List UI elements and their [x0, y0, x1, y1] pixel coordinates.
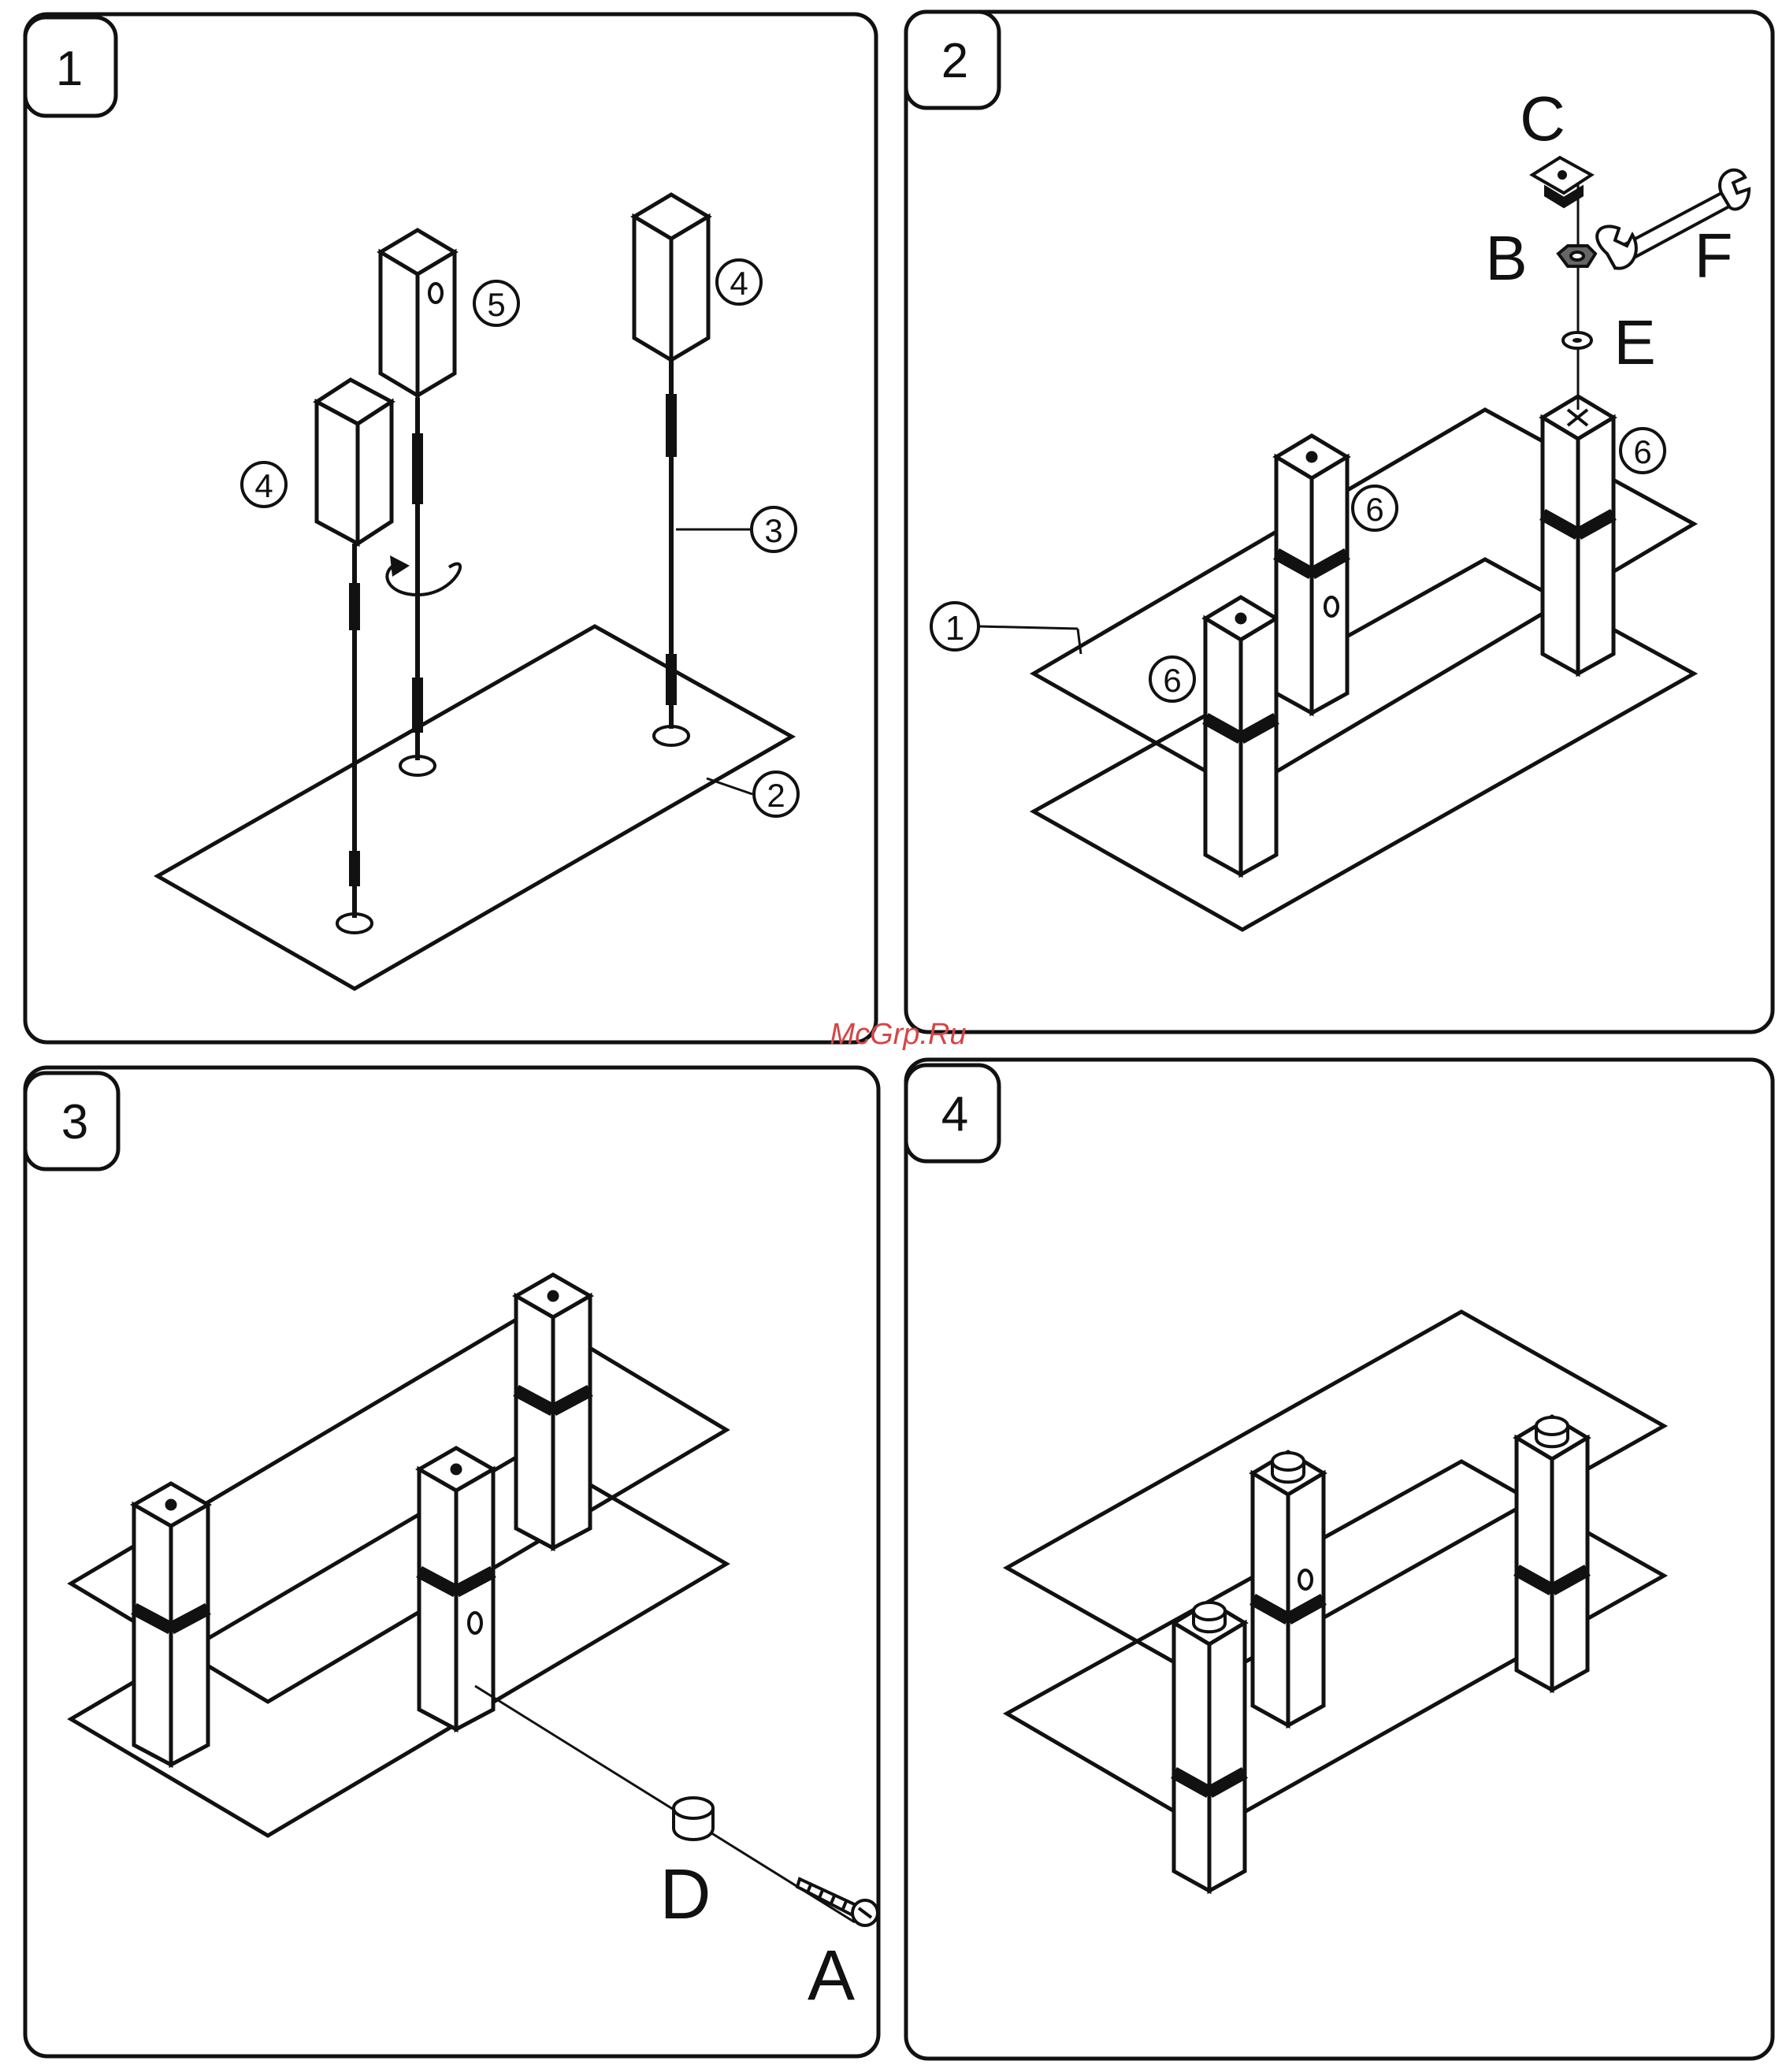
step-3-number: 3 [61, 1095, 88, 1149]
callout-leg-left: 4 [254, 467, 273, 504]
step-4-panel: 4 [906, 1060, 1773, 2059]
stacked-leg [1276, 436, 1347, 713]
cover-cap-icon [674, 1798, 713, 1840]
callout-glass: 1 [945, 609, 964, 648]
rotate-arrow-head-icon [390, 555, 410, 577]
finished-leg [1174, 1602, 1245, 1891]
stacked-leg [1543, 396, 1613, 674]
square-leg [317, 380, 392, 544]
leg-cap-icon [1536, 1417, 1568, 1446]
step-2-panel: 2 [906, 12, 1773, 1032]
bolt-hole-icon [429, 284, 442, 303]
callout-leg-right: 4 [730, 265, 748, 302]
stacked-leg [516, 1275, 590, 1548]
part-label-nut: B [1485, 223, 1527, 293]
bolt-hole-icon [1299, 1570, 1312, 1589]
callout-rod: 3 [764, 512, 782, 549]
square-leg [634, 195, 708, 360]
callout-leg-center: 5 [487, 286, 505, 323]
washer-icon [1563, 332, 1591, 348]
glass-plate [158, 626, 792, 989]
part-label-washer: E [1613, 307, 1655, 377]
stacked-leg [1205, 597, 1276, 874]
bolt-hole-icon [1325, 597, 1338, 616]
step-4-number: 4 [941, 1087, 968, 1142]
finished-leg [1517, 1417, 1587, 1690]
cap-icon [1532, 158, 1591, 206]
washer-icon [654, 726, 689, 745]
callout-leg-b: 6 [1365, 491, 1383, 528]
leg-cap-icon [1194, 1602, 1225, 1632]
bolt-hole-icon [469, 1613, 481, 1633]
callout-leg-a: 6 [1163, 662, 1181, 699]
part-label-cap: C [1520, 84, 1565, 154]
callout-leader [1078, 629, 1081, 654]
leg-cap-icon [1272, 1453, 1304, 1482]
stacked-leg [134, 1483, 208, 1765]
callout-leader [978, 626, 1078, 629]
callout-leader [707, 778, 752, 794]
step-3-panel: 3 [25, 1068, 878, 2056]
step-4-frame [906, 1060, 1773, 2059]
step-1-number: 1 [56, 42, 83, 96]
step-2-number: 2 [941, 34, 968, 88]
part-label-cover: D [660, 1855, 711, 1934]
callout-top-glass: 2 [767, 777, 785, 814]
part-label-wrench: F [1695, 221, 1733, 291]
stacked-leg [419, 1448, 493, 1729]
part-label-screw: A [808, 1936, 855, 2015]
callout-leg-c: 6 [1633, 433, 1651, 470]
finished-leg [1253, 1452, 1324, 1725]
watermark: McGrp.Ru [830, 1018, 966, 1051]
nut-icon [1558, 246, 1595, 266]
screw-icon [797, 1879, 878, 1925]
step-1-panel: 1 [25, 14, 876, 1042]
square-leg-with-hole [381, 230, 455, 395]
